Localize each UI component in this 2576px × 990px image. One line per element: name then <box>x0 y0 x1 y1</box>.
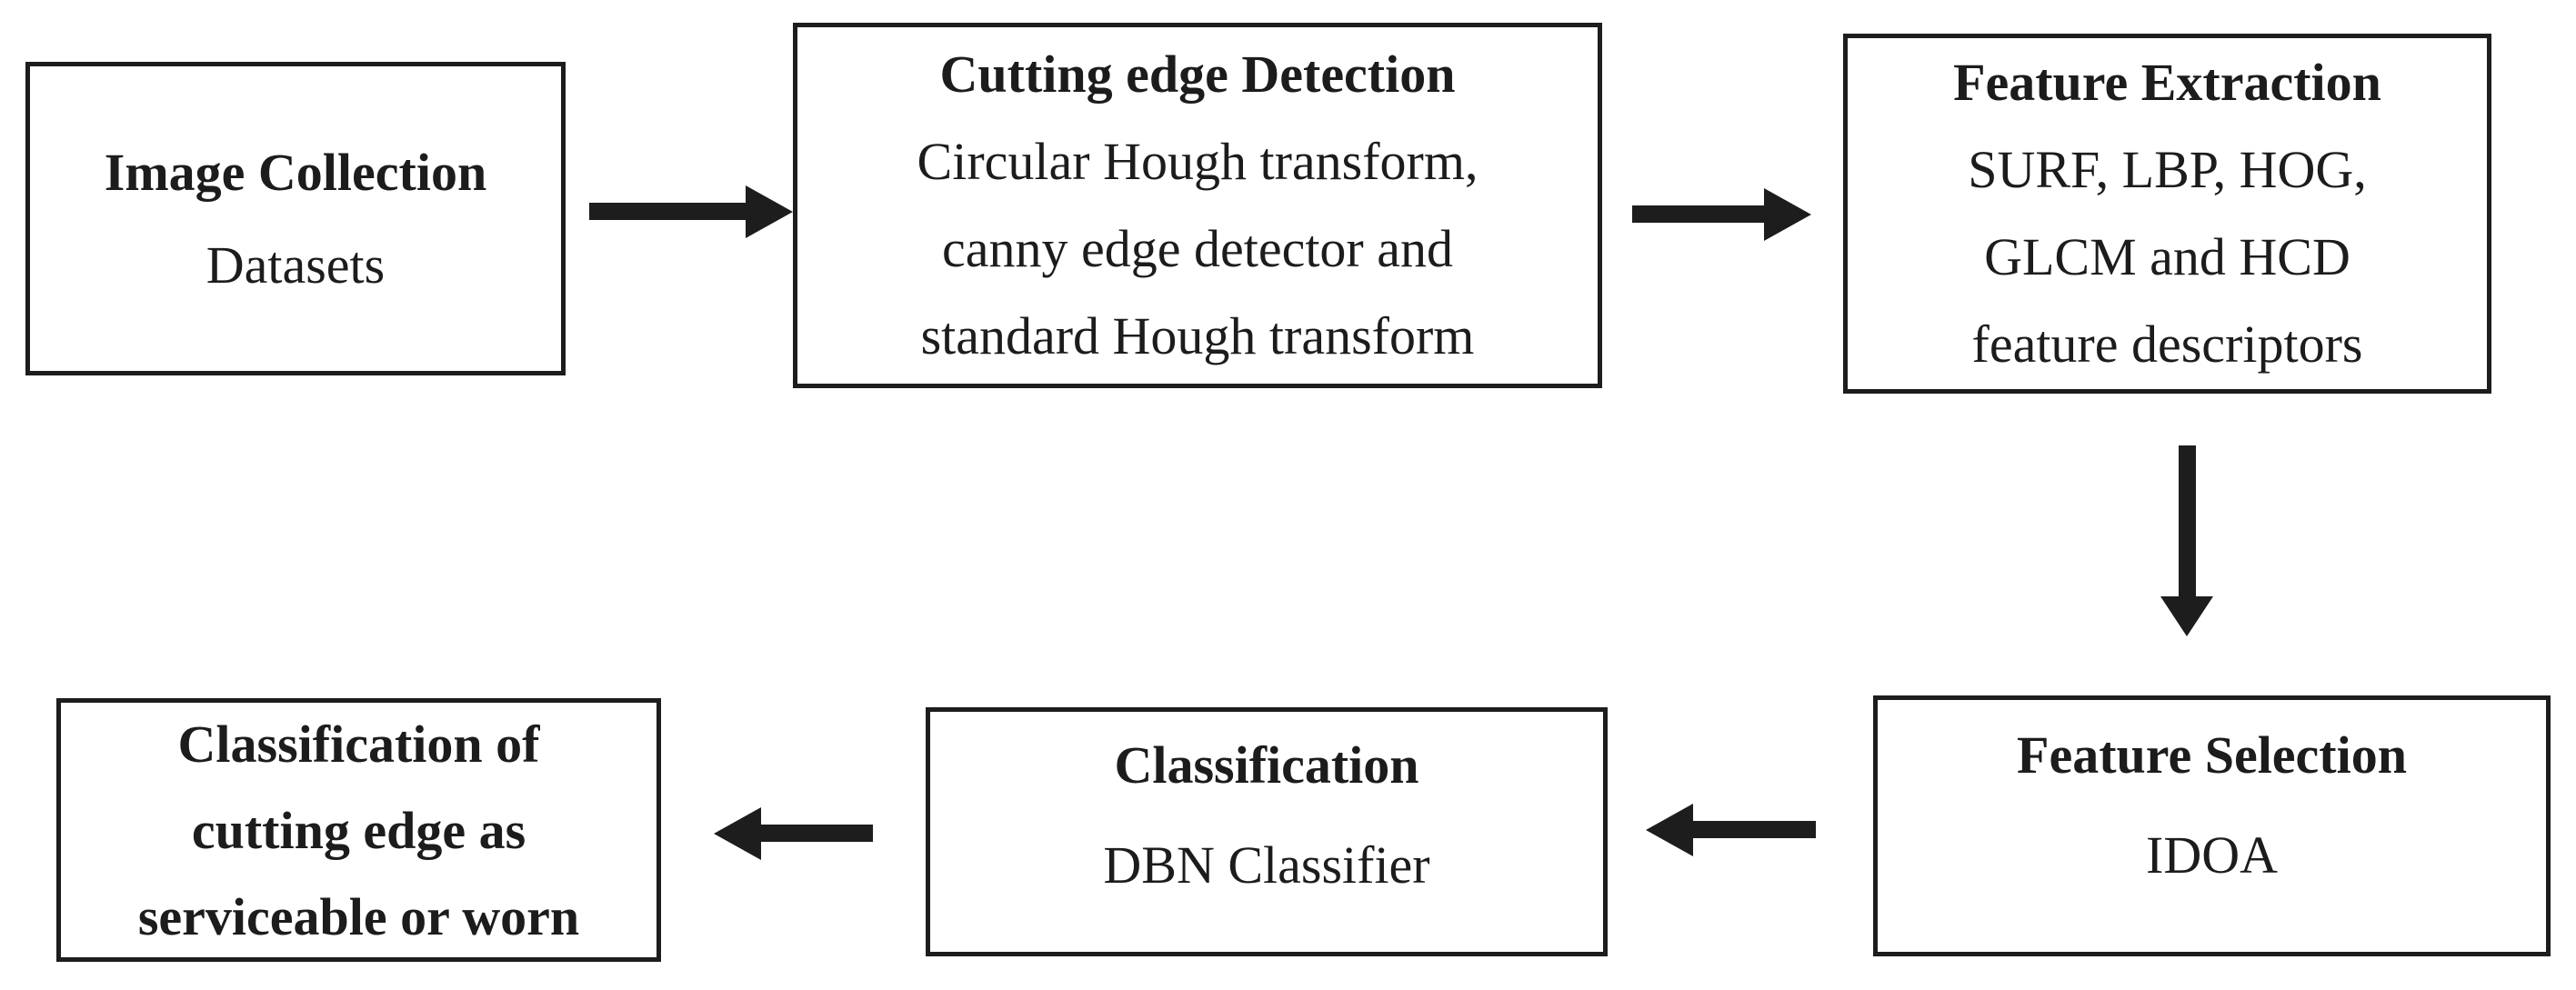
box-line: feature descriptors <box>1971 315 2363 374</box>
box-title: Feature Selection <box>2017 725 2407 785</box>
arrow-shaft <box>759 825 873 842</box>
arrow-feature-extraction-to-feature-selection <box>2160 445 2213 636</box>
flow-box-image-collection: Image Collection Datasets <box>25 62 566 375</box>
box-line: cutting edge as <box>191 800 526 860</box>
arrow-classification-to-final-classification <box>714 807 873 860</box>
box-title: Image Collection <box>104 142 487 202</box>
arrow-head-left-icon <box>1646 804 1693 856</box>
arrow-shaft <box>1632 205 1768 223</box>
arrow-shaft <box>2179 445 2196 602</box>
arrow-head-right-icon <box>1764 188 1811 241</box>
box-title: Feature Extraction <box>1953 53 2381 112</box>
arrow-shaft <box>1691 821 1816 838</box>
flow-box-final-classification: Classification of cutting edge as servic… <box>56 698 661 962</box>
box-line: IDOA <box>2146 825 2278 885</box>
flow-box-feature-extraction: Feature Extraction SURF, LBP, HOG, GLCM … <box>1843 34 2491 394</box>
box-title: Classification <box>1114 735 1419 795</box>
box-line: SURF, LBP, HOG, <box>1968 140 2367 199</box>
arrow-cutting-edge-detection-to-feature-extraction <box>1632 188 1811 241</box>
flow-box-feature-selection: Feature Selection IDOA <box>1873 695 2551 956</box>
box-line: standard Hough transform <box>920 306 1475 365</box>
flow-box-classification: Classification DBN Classifier <box>926 707 1608 956</box>
box-line: Circular Hough transform, <box>917 132 1478 191</box>
box-line: serviceable or worn <box>137 886 580 946</box>
box-line: canny edge detector and <box>942 219 1453 278</box>
box-line: GLCM and HCD <box>1984 227 2350 286</box>
arrow-shaft <box>589 203 749 220</box>
arrow-head-right-icon <box>746 185 793 238</box>
arrow-feature-selection-to-classification <box>1646 804 1816 856</box>
flow-box-cutting-edge-detection: Cutting edge Detection Circular Hough tr… <box>793 23 1602 388</box>
arrow-head-down-icon <box>2160 596 2213 636</box>
box-line: DBN Classifier <box>1103 835 1430 895</box>
box-line: Datasets <box>205 235 386 295</box>
box-title: Classification of <box>177 714 540 774</box>
arrow-image-collection-to-cutting-edge-detection <box>589 185 793 238</box>
arrow-head-left-icon <box>714 807 761 860</box>
box-title: Cutting edge Detection <box>939 45 1456 104</box>
